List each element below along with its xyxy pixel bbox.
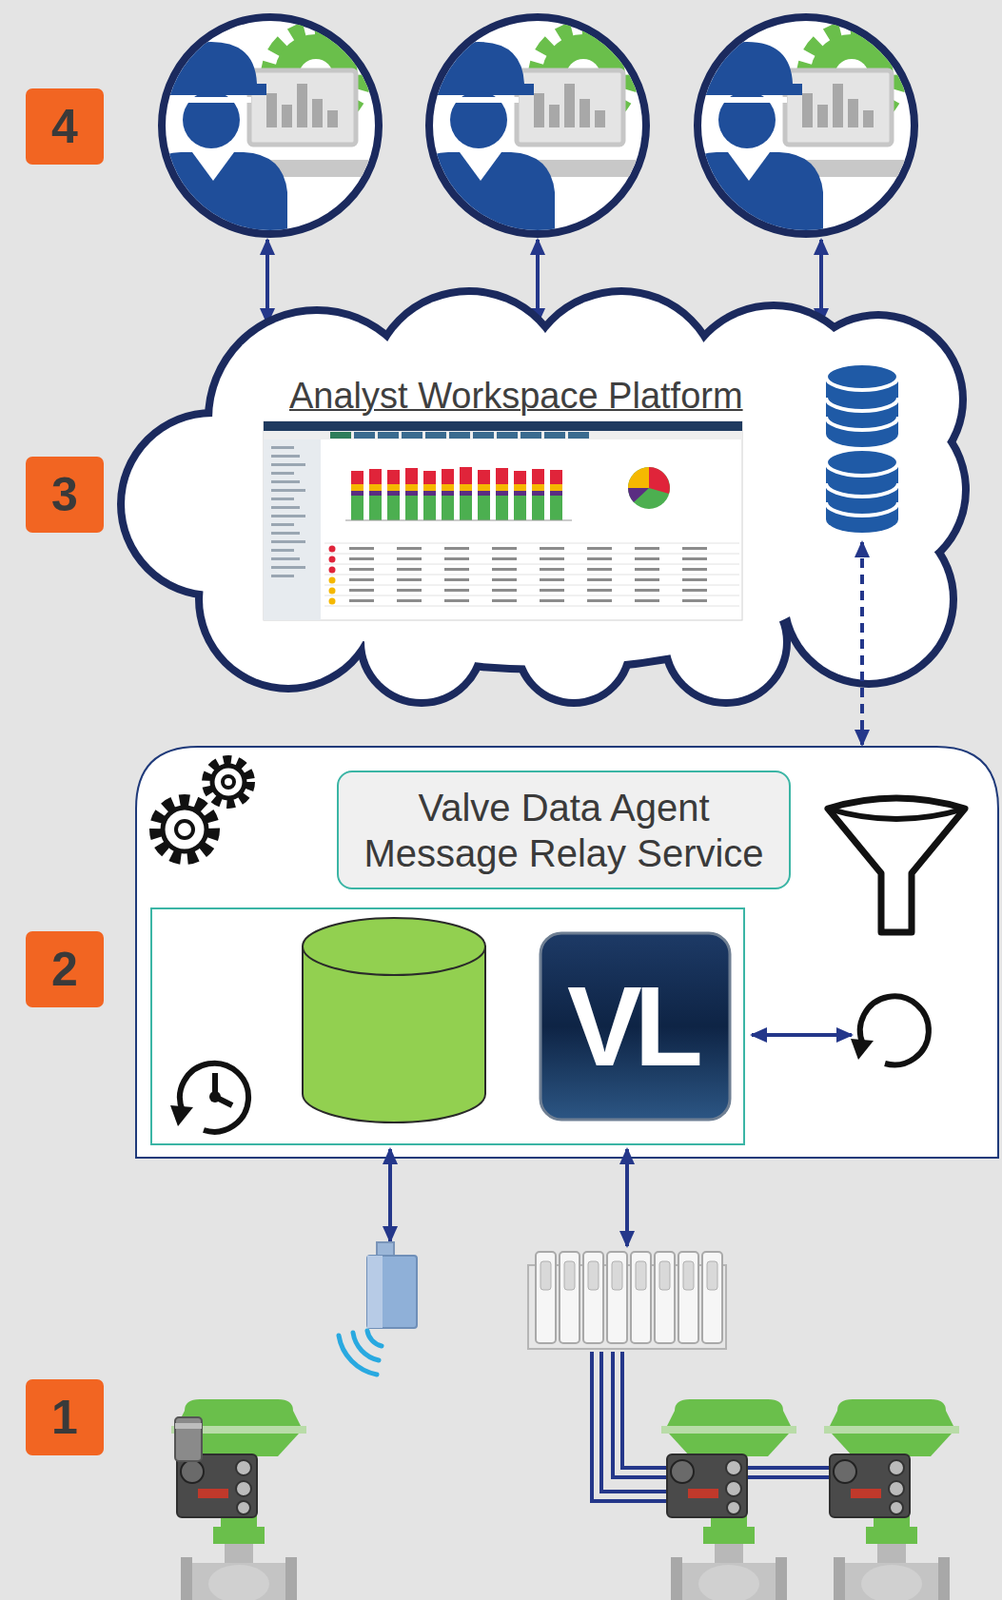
callout-badge: 4 <box>25 88 104 165</box>
callout-number: 2 <box>51 942 79 998</box>
relay-service-box: Valve Data Agent Message Relay Service <box>336 770 791 890</box>
logo-area: VL <box>540 933 730 1120</box>
dashed-connector <box>860 542 865 746</box>
platform-title: Analyst Workspace Platform <box>289 374 744 417</box>
callout-badge: 1 <box>25 1379 104 1456</box>
callout-number: 3 <box>51 467 79 523</box>
callout-number: 1 <box>51 1390 79 1446</box>
callout-badge: 2 <box>25 931 104 1008</box>
callout-number: 4 <box>51 98 79 155</box>
callout-badge: 3 <box>25 456 104 533</box>
relay-service-text: Valve Data Agent Message Relay Service <box>350 785 778 877</box>
cloud-shape <box>117 285 970 705</box>
logo-text: VL <box>567 962 704 1092</box>
cloud-platform: Analyst Workspace Platform <box>117 285 970 705</box>
dashboard-screenshot <box>263 421 743 621</box>
